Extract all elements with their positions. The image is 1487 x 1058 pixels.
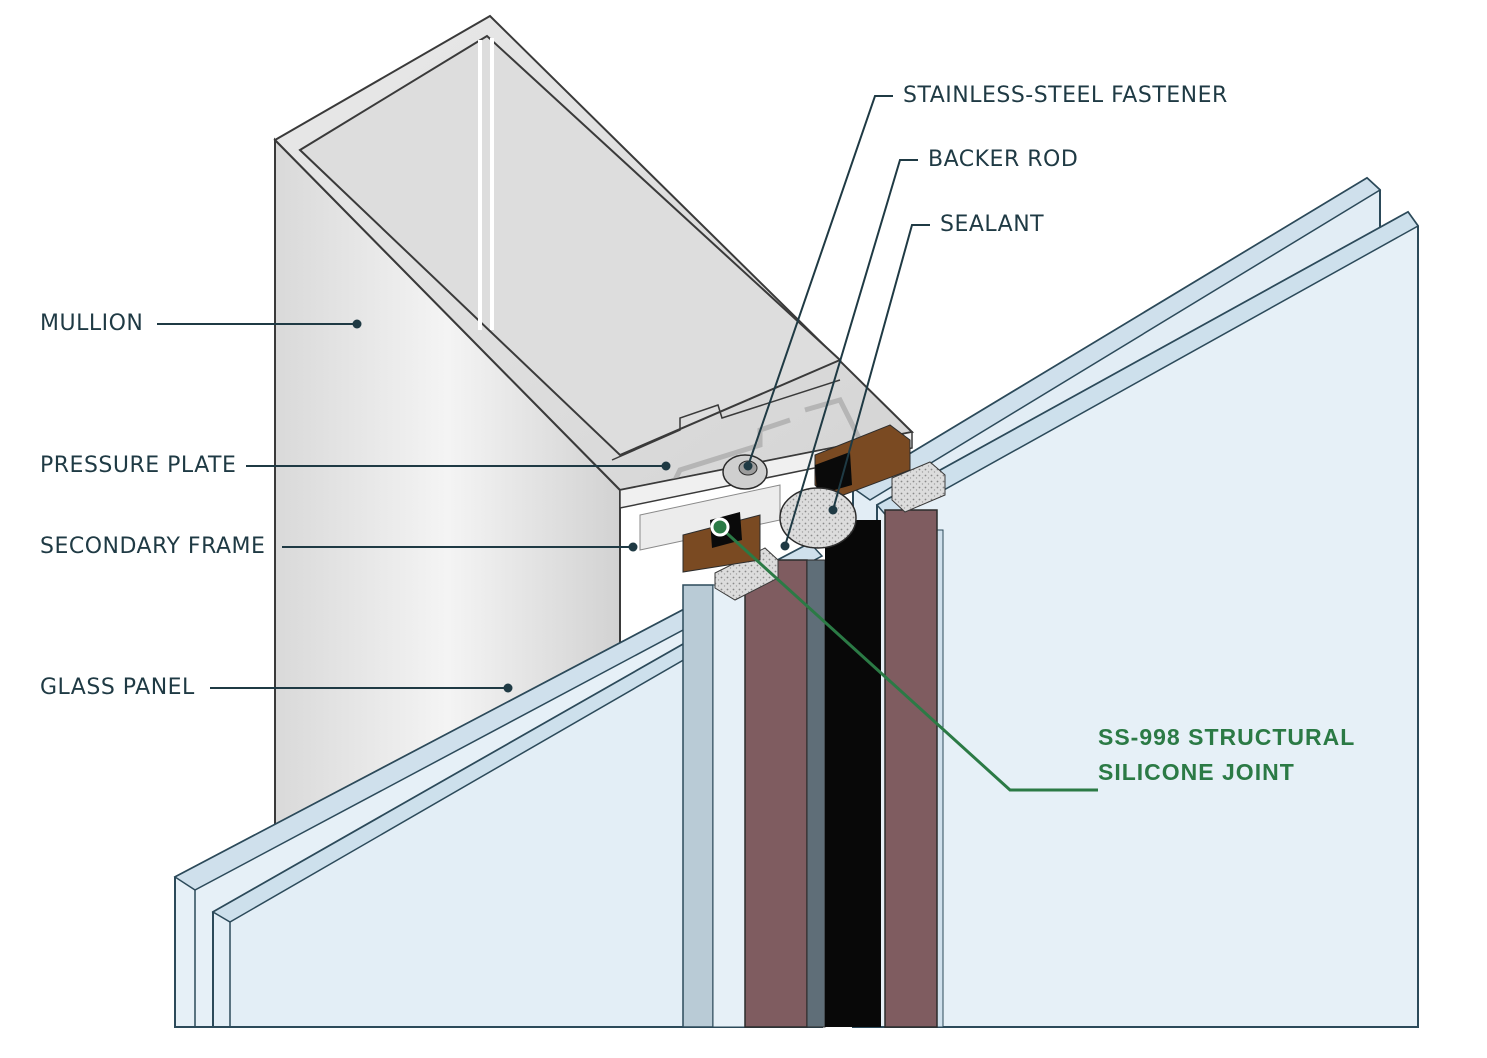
callout-text: SS-998 STRUCTURAL SILICONE JOINT — [1098, 720, 1355, 790]
foam-setting-blocks — [714, 461, 946, 601]
stainless-steel-fastener — [722, 454, 768, 490]
label-secondary-frame: SECONDARY FRAME — [40, 534, 266, 559]
leader-sealant — [832, 224, 930, 511]
callout-line-2: SILICONE JOINT — [1098, 759, 1295, 785]
glass-panel-right — [851, 176, 1420, 1028]
callout-leader — [710, 517, 1098, 792]
glass-panel-left — [173, 541, 824, 1028]
label-sealant: SEALANT — [940, 212, 1045, 237]
label-fastener: STAINLESS-STEEL FASTENER — [903, 83, 1228, 108]
leader-backer-rod — [784, 159, 918, 547]
label-backer-rod: BACKER ROD — [928, 147, 1079, 172]
leader-endpoints — [352, 319, 838, 693]
label-mullion: MULLION — [40, 311, 144, 336]
backer-rod — [779, 487, 857, 549]
label-pressure-plate: PRESSURE PLATE — [40, 453, 237, 478]
callout-line-1: SS-998 STRUCTURAL — [1098, 724, 1356, 750]
warm-edge-spacers — [744, 509, 938, 1028]
callout-marker — [710, 517, 730, 537]
label-glass-panel: GLASS PANEL — [40, 675, 195, 700]
structural-silicone-gasket — [825, 520, 881, 1027]
leader-fastener — [747, 95, 893, 467]
leader-lines — [157, 95, 930, 689]
